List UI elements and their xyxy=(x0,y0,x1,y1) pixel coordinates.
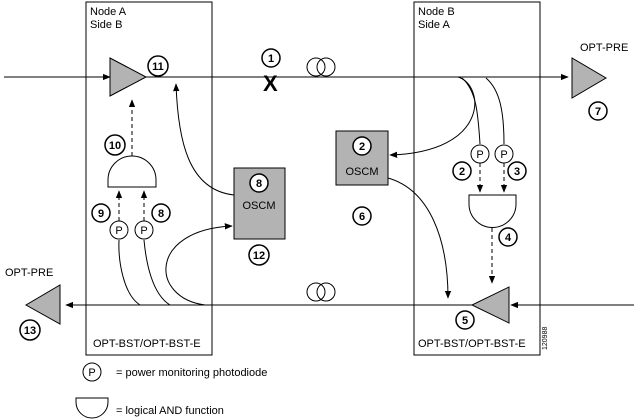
svg-text:10: 10 xyxy=(109,140,121,152)
callout-12: 12 xyxy=(248,244,270,266)
svg-text:4: 4 xyxy=(505,232,512,244)
opt-pre-right-label: OPT-PRE xyxy=(580,42,628,54)
callout-1: 1 xyxy=(261,48,281,68)
oscm-a-to-amp11 xyxy=(173,83,235,196)
svg-text:P: P xyxy=(140,225,147,237)
node-b-side: Side A xyxy=(418,19,450,31)
callout-11: 11 xyxy=(147,55,169,77)
photodiode-8-icon: P xyxy=(134,220,154,240)
legend-photodiode: P = power monitoring photodiode xyxy=(82,362,267,382)
svg-text:2: 2 xyxy=(459,166,465,178)
oscm-b-to-amp5 xyxy=(387,177,452,299)
callout-8-oscm: 8 xyxy=(249,173,269,193)
svg-text:13: 13 xyxy=(24,325,36,337)
legend-photodiode-text: = power monitoring photodiode xyxy=(116,367,267,379)
legend-and-icon xyxy=(75,397,109,419)
and-gate-node-a-icon xyxy=(107,155,157,188)
callout-3: 3 xyxy=(507,161,527,181)
fiber-spool-bottom-icon xyxy=(306,282,336,302)
node-a-footer: OPT-BST/OPT-BST-E xyxy=(93,338,201,350)
photodiode-9-icon: P xyxy=(109,220,129,240)
tap-to-oscm-a xyxy=(165,223,233,306)
svg-text:12: 12 xyxy=(253,250,265,262)
tap-to-photodiode-3 xyxy=(485,77,505,145)
callout-13: 13 xyxy=(19,319,41,341)
svg-text:3: 3 xyxy=(514,166,520,178)
amplifier-11-icon xyxy=(109,57,148,97)
node-b-box xyxy=(413,1,541,356)
opt-pre-left-icon xyxy=(24,284,61,325)
fiber-cut-mark: X xyxy=(263,71,278,96)
and-gate-node-b-icon xyxy=(468,194,517,228)
svg-text:8: 8 xyxy=(158,208,164,220)
photodiode-3-icon: P xyxy=(494,144,514,164)
figure-id: 120988 xyxy=(542,327,549,350)
callout-5: 5 xyxy=(455,310,475,330)
svg-text:2: 2 xyxy=(359,141,365,153)
legend-photodiode-icon xyxy=(82,362,102,382)
oscm-node-a-label: OSCM xyxy=(243,200,276,212)
svg-text:1: 1 xyxy=(268,53,274,65)
fiber-spool-top-icon xyxy=(306,57,336,77)
callout-9: 9 xyxy=(91,203,111,223)
callout-8-photodiode: 8 xyxy=(151,203,171,223)
opt-pre-left-label: OPT-PRE xyxy=(5,267,53,279)
svg-text:11: 11 xyxy=(152,61,164,73)
tap-to-photodiode-8 xyxy=(143,239,171,306)
photodiode-2-icon: P xyxy=(470,144,490,164)
oscm-node-b-label: OSCM xyxy=(346,166,379,178)
svg-text:6: 6 xyxy=(359,211,365,223)
node-b-footer: OPT-BST/OPT-BST-E xyxy=(418,338,526,350)
node-b-title: Node B xyxy=(418,6,455,18)
tap-to-oscm-b xyxy=(389,76,476,158)
node-a-side: Side B xyxy=(90,19,122,31)
callout-6: 6 xyxy=(352,206,372,226)
svg-text:P: P xyxy=(500,149,507,161)
svg-text:9: 9 xyxy=(98,208,104,220)
tap-to-photodiode-9 xyxy=(118,239,141,306)
svg-text:5: 5 xyxy=(462,315,468,327)
callout-7: 7 xyxy=(588,101,608,121)
svg-text:7: 7 xyxy=(595,106,601,118)
svg-text:P: P xyxy=(88,367,95,379)
svg-text:P: P xyxy=(115,225,122,237)
node-a-title: Node A xyxy=(90,6,127,18)
callout-2-photodiode: 2 xyxy=(452,161,472,181)
amplifier-5-icon xyxy=(470,286,510,324)
tap-to-photodiode-2 xyxy=(461,77,481,145)
callout-2-oscm: 2 xyxy=(352,136,372,156)
node-a-box xyxy=(85,1,213,356)
legend-and: = logical AND function xyxy=(75,397,224,419)
opt-pre-right-icon xyxy=(571,57,607,99)
legend-and-text: = logical AND function xyxy=(116,405,224,417)
callout-10: 10 xyxy=(104,134,126,156)
callout-4: 4 xyxy=(498,227,518,247)
svg-text:8: 8 xyxy=(256,178,262,190)
svg-text:P: P xyxy=(476,149,483,161)
